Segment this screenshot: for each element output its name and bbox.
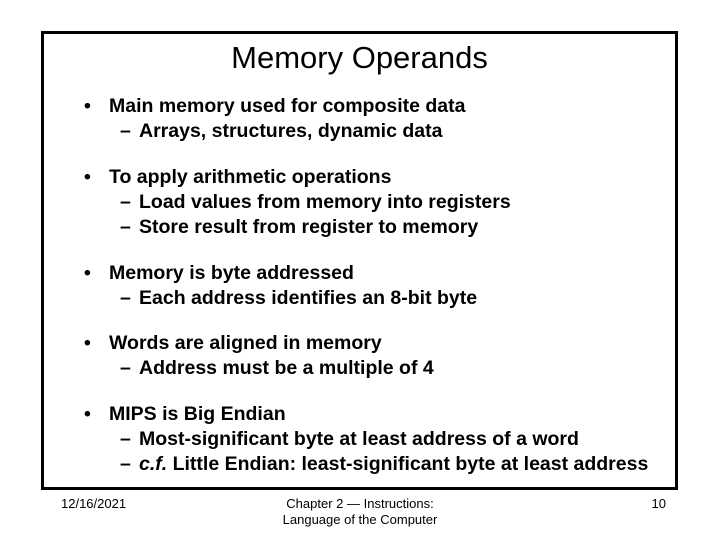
footer-chapter-title: Chapter 2 — Instructions: Language of th… [0,496,720,528]
bullet-text: To apply arithmetic operations [109,165,392,188]
bullet-group: • Words are aligned in memory – Address … [62,330,669,382]
bullet-dot-icon: • [84,165,91,188]
footer-date: 12/16/2021 [61,496,127,511]
footer-chapter-line2: Language of the Computer [282,512,438,527]
dash-icon: – [120,216,131,238]
bullet-text: Main memory used for composite data [109,95,466,117]
bullet-item-level1: • Main memory used for composite data [62,93,669,119]
bullet-item-level2: – Address must be a multiple of 4 [62,356,669,382]
bullet-text: Words are aligned in memory [109,332,382,354]
bullet-text: Arrays, structures, dynamic data [139,120,443,142]
dash-icon: – [120,120,131,142]
bullet-text: Most-significant byte at least address o… [139,427,579,450]
bullet-item-level2: – Load values from memory into registers [62,190,669,216]
bullet-item-level1: • To apply arithmetic operations [62,164,669,190]
bullet-item-level2: – Each address identifies an 8-bit byte [62,286,669,312]
bullet-group: • Memory is byte addressed – Each addres… [62,260,669,312]
page-title: Memory Operands [231,40,488,75]
bullet-text: MIPS is Big Endian [109,402,286,425]
bullet-text: Address must be a multiple of 4 [139,357,434,379]
bullet-dot-icon: • [84,95,91,117]
slide-body: • Main memory used for composite data – … [62,93,669,478]
bullet-item-level1: • Words are aligned in memory [62,330,669,356]
dash-icon: – [120,357,131,379]
bullet-group: • To apply arithmetic operations – Load … [62,164,669,241]
slide-footer: 12/16/2021 Chapter 2 — Instructions: Lan… [0,493,720,537]
bullet-item-level2: – c.f. Little Endian: least-significant … [62,452,669,478]
bullet-text: Little Endian: least-significant byte at… [167,453,649,475]
dash-icon: – [120,190,131,213]
bullet-dot-icon: • [84,261,91,284]
bullet-dot-icon: • [84,402,91,425]
dash-icon: – [120,427,131,450]
bullet-text: Store result from register to memory [139,216,479,238]
bullet-group: • MIPS is Big Endian – Most-significant … [62,401,669,478]
bullet-dot-icon: • [84,332,91,354]
bullet-text: Memory is byte addressed [109,261,354,284]
bullet-text-emphasis: c.f. [139,453,168,475]
footer-page-number: 10 [651,496,666,511]
bullet-text: Each address identifies an 8-bit byte [139,286,478,309]
bullet-item-level1: • MIPS is Big Endian [62,401,669,427]
dash-icon: – [120,453,131,475]
slide-frame: Memory Operands • Main memory used for c… [41,31,678,490]
bullet-item-level2: – Store result from register to memory [62,215,669,241]
bullet-text: Load values from memory into registers [139,190,511,213]
footer-chapter-line1: Chapter 2 — Instructions: [286,496,434,511]
bullet-item-level2: – Most-significant byte at least address… [62,427,669,453]
bullet-item-level1: • Memory is byte addressed [62,260,669,286]
bullet-item-level2: – Arrays, structures, dynamic data [62,119,669,145]
bullet-group: • Main memory used for composite data – … [62,93,669,145]
dash-icon: – [120,286,131,309]
